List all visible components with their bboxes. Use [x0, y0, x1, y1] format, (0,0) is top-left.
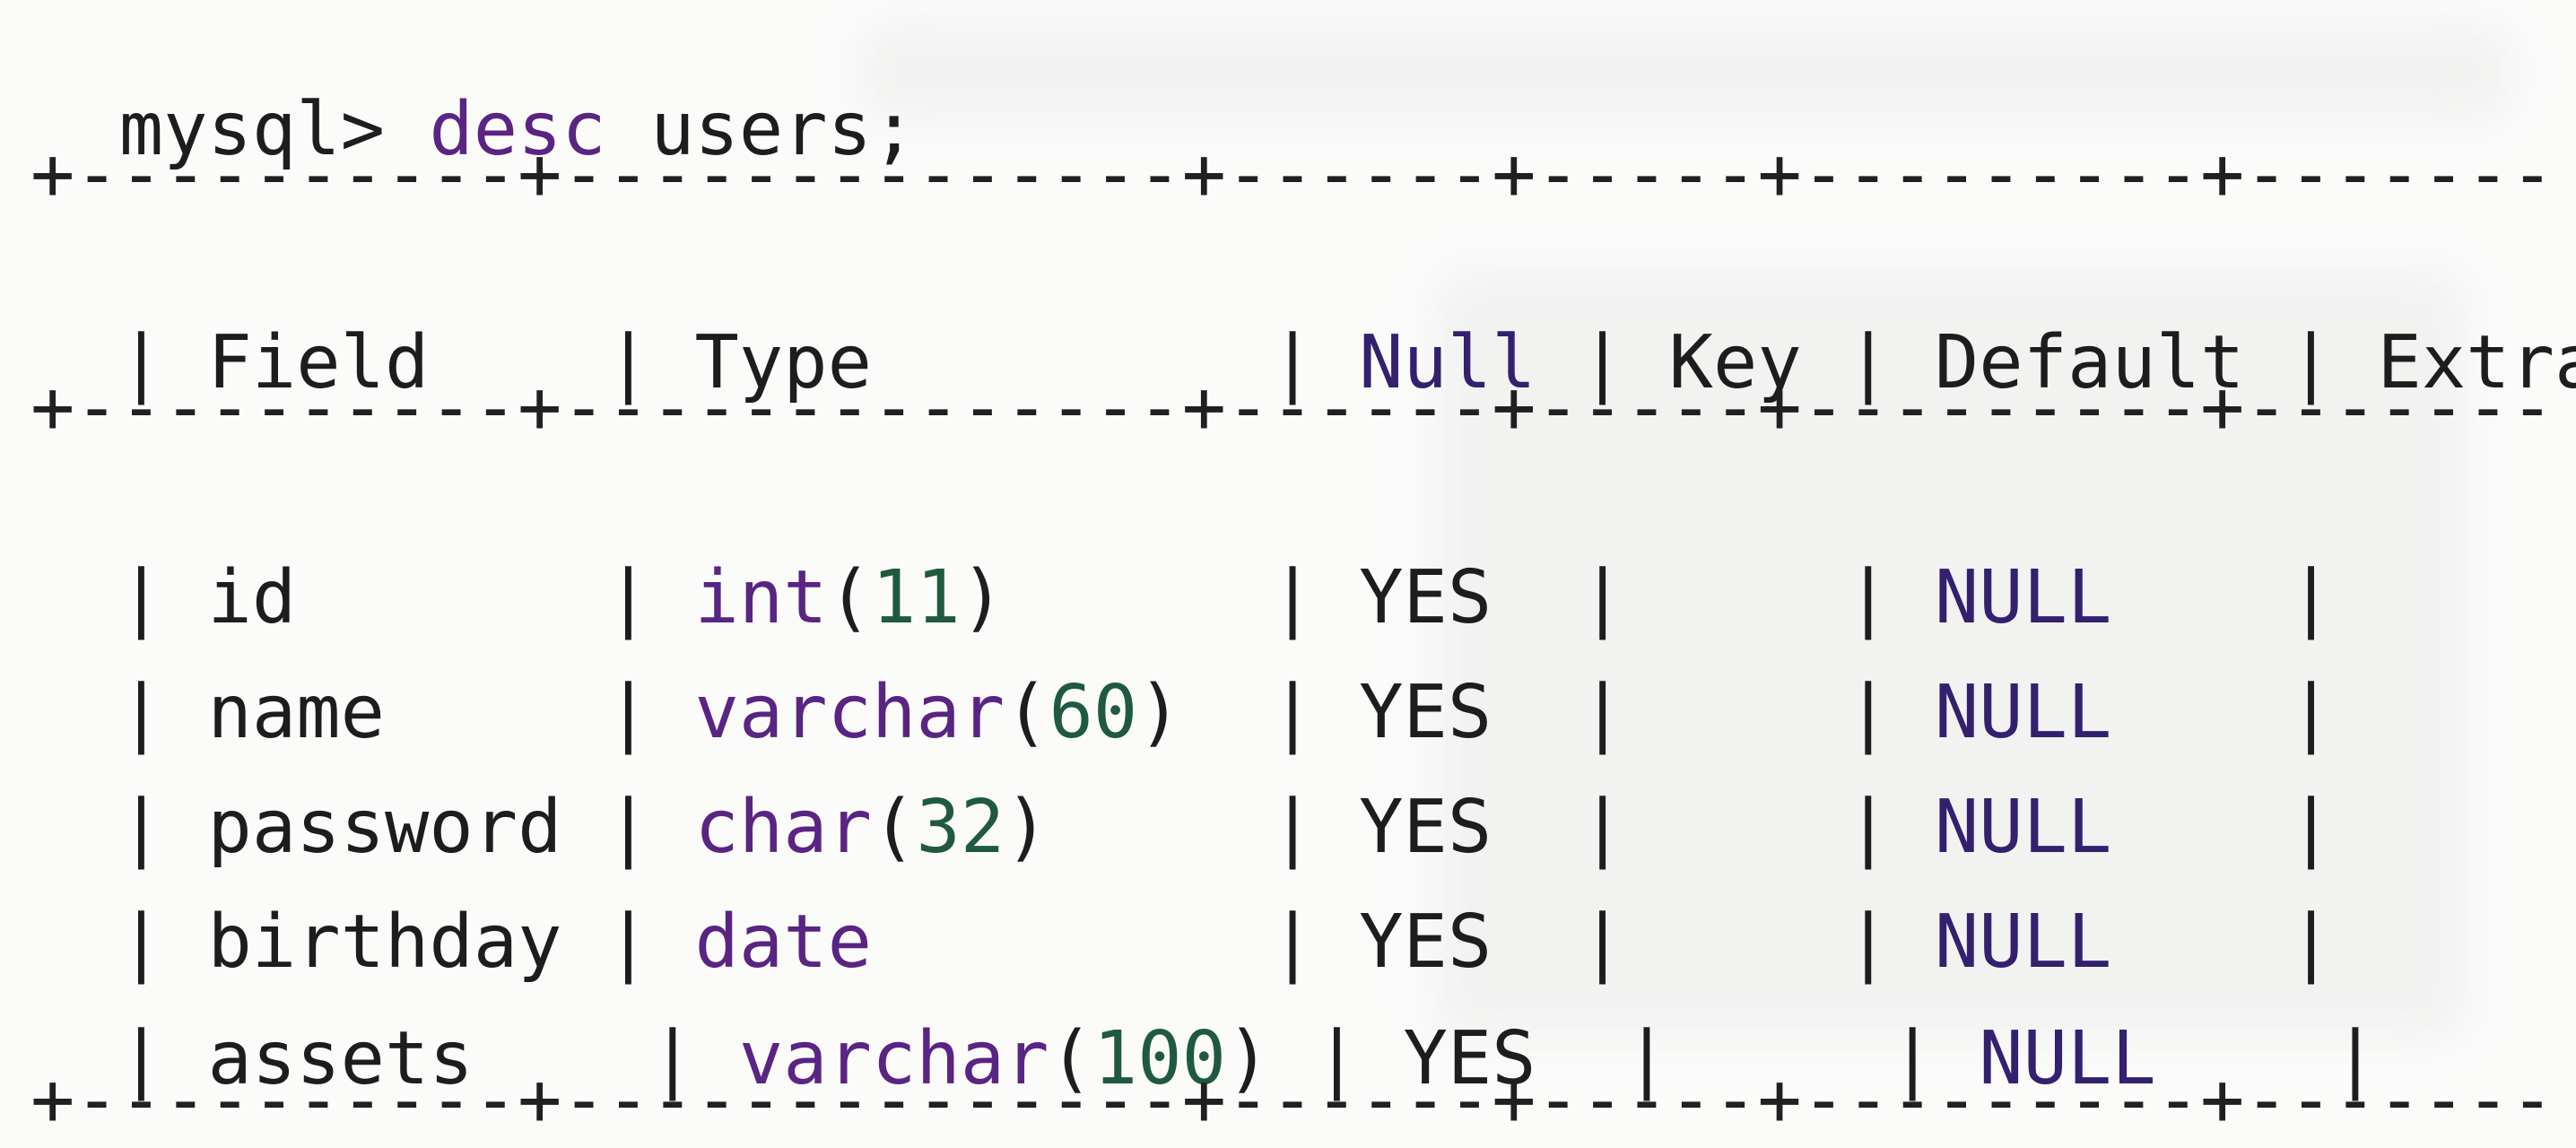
row-type-size: 100 — [1092, 1016, 1226, 1101]
row-prefix: | birthday | — [118, 900, 695, 985]
row-suffix: | — [2155, 1016, 2378, 1101]
table-bottom-border: +----------+--------------+------+-----+… — [30, 1057, 2554, 1143]
desc-keyword: desc — [429, 87, 606, 172]
row-default-value: NULL — [1934, 785, 2112, 870]
table-header-border: +----------+--------------+------+-----+… — [30, 365, 2554, 450]
row-type-name: int — [694, 555, 828, 640]
row-prefix: | name | — [118, 670, 695, 755]
background-shade-middle — [1435, 269, 2467, 1040]
table-row-birthday: | birthday | date | YES | | NULL | — [30, 832, 2333, 979]
header-key-default-extra-labels: | Key | Default | Extra — [1536, 320, 2576, 405]
row-type-close-paren: ) — [1225, 1016, 1271, 1101]
row-null-key-columns: | YES | | — [1270, 1016, 1980, 1101]
command-target: users; — [605, 87, 917, 172]
row-suffix: | — [2111, 555, 2334, 640]
row-type-name: varchar — [694, 670, 1005, 755]
table-row-assets: | assets | varchar(100) | YES | | NULL | — [30, 949, 2378, 1096]
header-field-type-labels: | Field | Type | — [118, 320, 1360, 405]
row-type-name: varchar — [738, 1016, 1049, 1101]
row-type-name: date — [694, 900, 873, 985]
row-type-open-paren: ( — [1049, 1016, 1093, 1101]
row-type-size: 32 — [916, 785, 1005, 870]
row-null-key-columns: | YES | | — [1005, 555, 1935, 640]
table-row-id: | id | int(11) | YES | | NULL | — [30, 488, 2333, 635]
row-type-name: char — [694, 785, 873, 870]
mysql-prompt: mysql> — [118, 87, 430, 172]
table-top-border: +----------+--------------+------+-----+… — [30, 132, 2554, 217]
row-default-value: NULL — [1934, 900, 2112, 985]
row-type-size: 60 — [1049, 670, 1138, 755]
row-type-open-paren: ( — [1005, 670, 1049, 755]
background-shade-top — [861, 23, 2511, 122]
row-type-open-paren: ( — [827, 555, 873, 640]
row-suffix: | — [2111, 900, 2334, 985]
row-default-value: NULL — [1934, 555, 2112, 640]
row-suffix: | — [2111, 670, 2334, 755]
row-type-close-paren: ) — [960, 555, 1005, 640]
row-default-value: NULL — [1979, 1016, 2156, 1101]
row-type-open-paren: ( — [872, 785, 917, 870]
header-null-label: Null — [1359, 320, 1536, 405]
table-row-password: | password | char(32) | YES | | NULL | — [30, 718, 2333, 865]
row-null-key-columns: | YES | | — [1181, 670, 1935, 755]
command-line: mysql> desc users; — [30, 20, 917, 167]
row-prefix: | assets | — [118, 1016, 739, 1101]
table-header-row: | Field | Type | Null | Key | Default | … — [30, 253, 2576, 400]
row-null-key-columns: | YES | | — [872, 900, 1935, 985]
row-type-size: 11 — [872, 555, 961, 640]
row-null-key-columns: | YES | | — [1049, 785, 1935, 870]
row-type-close-paren: ) — [1005, 785, 1049, 870]
row-prefix: | password | — [118, 785, 695, 870]
row-type-close-paren: ) — [1137, 670, 1182, 755]
row-prefix: | id | — [118, 555, 695, 640]
row-default-value: NULL — [1934, 670, 2112, 755]
table-row-name: | name | varchar(60) | YES | | NULL | — [30, 603, 2333, 750]
row-suffix: | — [2111, 785, 2334, 870]
